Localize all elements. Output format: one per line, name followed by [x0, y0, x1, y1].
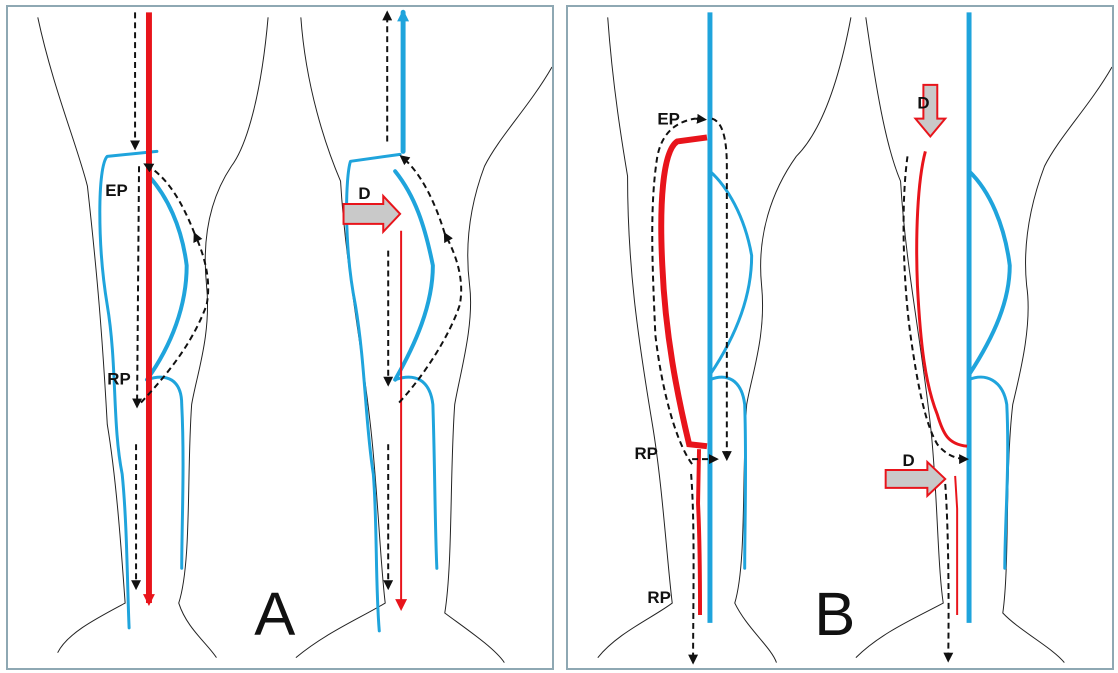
- label-ep-a: EP: [105, 181, 128, 200]
- reflux-vein-4: [917, 151, 967, 446]
- panel-b-diagram: EP RP RP D D B: [568, 7, 1112, 668]
- label-rp-a: RP: [107, 370, 130, 389]
- leg-outline-3-back: [735, 17, 851, 662]
- block-arrow-d-a: [344, 196, 401, 232]
- label-d-b-top: D: [917, 94, 929, 113]
- gsv-vein-2: [347, 154, 401, 630]
- dashed-flow-1-loop-upper: [145, 164, 195, 233]
- dashed-flow-1-down: [137, 166, 139, 406]
- leg-outline-2: [296, 17, 385, 657]
- dashed-flow-3-ep: [695, 119, 705, 120]
- dashed-flow-3-bottom: [691, 474, 693, 663]
- label-d-b-side: D: [903, 451, 915, 470]
- block-arrow-d-side-b: [886, 462, 946, 496]
- varicose-vein-1: [147, 176, 187, 380]
- label-ep-b: EP: [657, 110, 680, 129]
- label-d-a: D: [358, 184, 370, 203]
- varicose-vein-3: [710, 171, 752, 375]
- panel-b: EP RP RP D D B: [566, 5, 1114, 670]
- dashed-flow-3-right: [712, 119, 727, 459]
- dashed-flow-4-bottom: [945, 484, 948, 661]
- label-rp-b-upper: RP: [635, 444, 658, 463]
- panel-letter-b: B: [814, 580, 855, 649]
- ssv-vein-4: [969, 377, 1008, 568]
- dashed-flow-3-outer: [652, 119, 695, 464]
- reflux-vein-4-lower: [955, 476, 957, 615]
- panel-letter-a: A: [254, 580, 295, 649]
- varicose-vein-4: [969, 171, 1010, 375]
- panel-a-diagram: EP RP D A: [8, 7, 552, 668]
- ssv-vein-1: [147, 377, 183, 568]
- reflux-vein-3: [661, 137, 707, 446]
- reflux-vein-3-lower: [698, 449, 700, 615]
- label-rp-b-lower: RP: [647, 588, 670, 607]
- dashed-flow-4-left: [904, 156, 968, 459]
- panel-a: EP RP D A: [6, 5, 554, 670]
- leg-outline-4-back: [1003, 67, 1112, 663]
- leg-outline-2-back: [445, 67, 552, 663]
